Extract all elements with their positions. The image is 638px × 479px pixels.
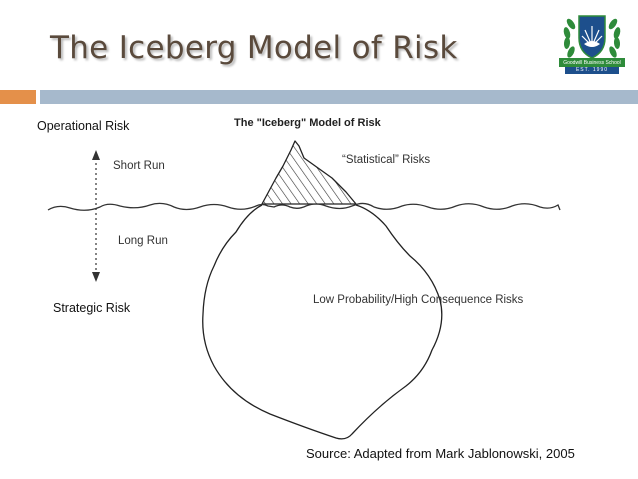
diagram-heading: The "Iceberg" Model of Risk: [234, 117, 382, 129]
school-logo: [559, 15, 625, 74]
source-citation: Source: Adapted from Mark Jablonowski, 2…: [306, 446, 575, 461]
title-divider-bar: [40, 90, 638, 104]
water-line: [47, 202, 561, 211]
strategic-risk-label: Strategic Risk: [53, 301, 131, 315]
statistical-risks-label: “Statistical” Risks: [342, 154, 430, 166]
logo-est-text: EST. 1990: [575, 67, 609, 73]
title-divider-accent: [0, 90, 36, 104]
iceberg-tip: [261, 140, 357, 205]
operational-risk-label: Operational Risk: [37, 119, 130, 133]
time-horizon-arrow: [92, 150, 100, 282]
iceberg-body: [202, 204, 443, 440]
short-run-label: Short Run: [113, 160, 165, 172]
long-run-label: Long Run: [118, 235, 168, 247]
iceberg-diagram: The "Iceberg" Model of Risk Short Run Lo…: [47, 117, 561, 440]
low-probability-risks-label: Low Probability/High Consequence Risks: [313, 294, 524, 306]
logo-name-text: Goodwill Business School: [563, 60, 621, 66]
slide-title: The Iceberg Model of Risk: [50, 30, 458, 66]
